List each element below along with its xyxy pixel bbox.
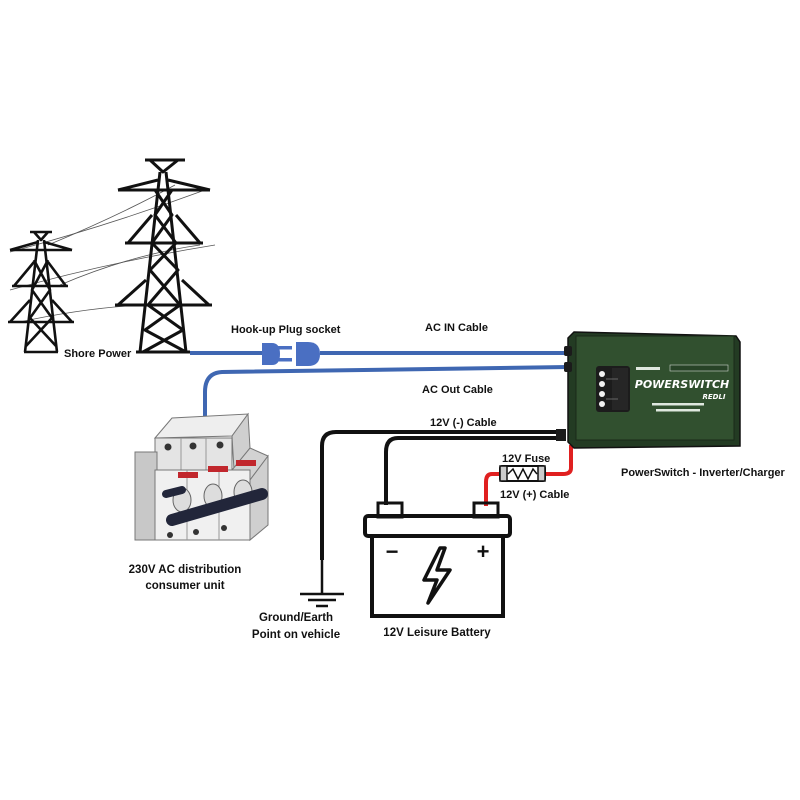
ac-out-cable bbox=[203, 365, 569, 418]
neg-cable-label: 12V (-) Cable bbox=[430, 417, 497, 429]
consumer-unit-label-line1: 230V AC distribution bbox=[129, 564, 242, 576]
battery-minus-sign: − bbox=[386, 539, 399, 564]
hookup-plug-icon bbox=[262, 342, 320, 366]
powerswitch-label: PowerSwitch - Inverter/Charger bbox=[621, 467, 786, 479]
small-pylon-icon bbox=[8, 230, 74, 354]
shore-power-label: Shore Power bbox=[64, 348, 132, 360]
dc-negative-cables bbox=[320, 430, 560, 560]
ground-label-line2: Point on vehicle bbox=[252, 629, 340, 641]
battery-label: 12V Leisure Battery bbox=[383, 627, 491, 639]
large-pylon-icon bbox=[115, 158, 212, 354]
battery-icon bbox=[363, 501, 512, 618]
powerswitch-model-badge: REDLI bbox=[702, 393, 725, 401]
fuse-label: 12V Fuse bbox=[502, 453, 550, 465]
powerswitch-device bbox=[556, 331, 741, 449]
consumer-unit-icon bbox=[134, 412, 269, 542]
fuse-icon bbox=[499, 465, 546, 482]
consumer-unit-label-line2: consumer unit bbox=[145, 580, 224, 592]
ac-out-cable-label: AC Out Cable bbox=[422, 384, 493, 396]
ac-in-cable-label: AC IN Cable bbox=[425, 322, 488, 334]
ground-label-line1: Ground/Earth bbox=[259, 612, 333, 624]
dc-positive-cable bbox=[484, 445, 573, 506]
hookup-plug-label: Hook-up Plug socket bbox=[231, 324, 341, 336]
powerswitch-brand-text: POWERSWITCH bbox=[635, 378, 729, 391]
ground-earth-icon bbox=[300, 558, 344, 608]
pos-cable-label: 12V (+) Cable bbox=[500, 489, 569, 501]
battery-plus-sign: + bbox=[477, 539, 490, 564]
